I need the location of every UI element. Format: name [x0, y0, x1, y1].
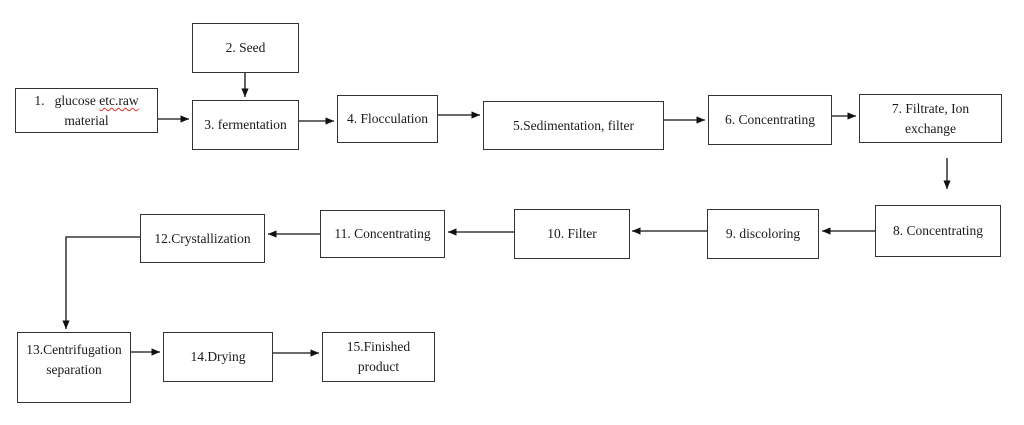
node-15-finished-product: 15.Finished product: [322, 332, 435, 382]
node-5-label: 5.Sedimentation, filter: [512, 117, 635, 133]
node-11-label: 11. Concentrating: [334, 226, 431, 242]
node-9-label: 9. discoloring: [725, 226, 801, 242]
node-6-concentrating: 6. Concentrating: [708, 95, 832, 145]
node-10-label: 10. Filter: [547, 226, 597, 242]
node-1-label-line1: 1. glucose etc.raw: [34, 91, 138, 111]
node-1-label-line2: material: [64, 112, 109, 128]
node-4-flocculation: 4. Flocculation: [337, 95, 438, 143]
node-13-label-line2: separation: [46, 361, 102, 377]
node-9-discoloring: 9. discoloring: [707, 209, 819, 259]
node-7-label-line1: 7. Filtrate, Ion: [891, 100, 970, 116]
node-2-seed: 2. Seed: [192, 23, 299, 73]
node-1-label-prefix: 1. glucose: [34, 92, 100, 108]
node-12-label: 12.Crystallization: [154, 230, 251, 246]
node-3-label: 3. fermentation: [204, 117, 287, 133]
node-4-label: 4. Flocculation: [347, 111, 428, 127]
node-1-label-misspelled-text: etc.raw: [99, 92, 139, 108]
node-15-label-line1: 15.Finished: [346, 339, 411, 355]
node-14-label: 14.Drying: [190, 349, 246, 365]
node-10-filter: 10. Filter: [514, 209, 630, 259]
node-2-label: 2. Seed: [225, 40, 266, 56]
node-3-fermentation: 3. fermentation: [192, 100, 299, 150]
node-8-label: 8. Concentrating: [893, 223, 983, 239]
node-15-label-line2: product: [357, 359, 400, 374]
node-6-label: 6. Concentrating: [725, 112, 815, 128]
node-7-filtrate-ion-exchange: 7. Filtrate, Ion exchange: [859, 94, 1002, 143]
arrow-12-to-13: [62, 236, 140, 330]
node-1-glucose-raw-material: 1. glucose etc.raw material: [15, 88, 158, 133]
node-11-concentrating: 11. Concentrating: [320, 210, 445, 258]
node-8-concentrating: 8. Concentrating: [875, 205, 1001, 257]
node-12-crystallization: 12.Crystallization: [140, 214, 265, 263]
node-7-label-line2: exchange: [905, 120, 956, 136]
node-14-drying: 14.Drying: [163, 332, 273, 382]
node-13-label-line1: 13.Centrifugation: [26, 342, 122, 357]
node-5-sedimentation-filter: 5.Sedimentation, filter: [483, 101, 664, 150]
node-13-centrifugation-separation: 13.Centrifugation separation: [17, 332, 131, 403]
